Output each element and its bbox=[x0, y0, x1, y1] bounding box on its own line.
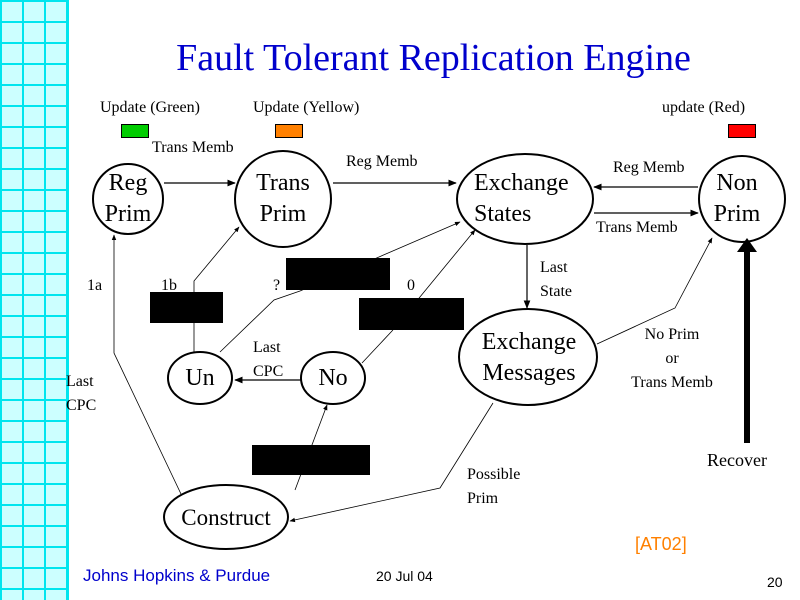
citation: [AT02] bbox=[635, 534, 687, 554]
legend-swatch-yellow bbox=[275, 124, 303, 138]
node-non-prim-line1: Non bbox=[716, 170, 758, 196]
node-exchange-messages-line2: Messages bbox=[482, 360, 576, 386]
node-non-prim: Non Prim bbox=[702, 168, 772, 230]
footer-date: 20 Jul 04 bbox=[376, 568, 433, 584]
edge-label-last-state-line2: State bbox=[540, 283, 572, 300]
node-no: No bbox=[318, 365, 348, 391]
legend-label-green: Update (Green) bbox=[100, 99, 200, 116]
edge-label-trans-memb-right: Trans Memb bbox=[596, 219, 678, 236]
node-reg-prim-line1: Reg bbox=[108, 170, 148, 196]
node-no-shape bbox=[300, 351, 366, 405]
node-non-prim-shape bbox=[698, 155, 786, 243]
edge-label-possible-prim: Possible Prim bbox=[467, 463, 520, 511]
slide-title: Fault Tolerant Replication Engine bbox=[176, 37, 691, 79]
node-reg-prim-line2: Prim bbox=[104, 201, 152, 227]
edge-label-trans-memb: Trans Memb bbox=[631, 374, 713, 391]
node-exchange-messages: Exchange Messages bbox=[461, 327, 597, 389]
node-exchange-messages-shape bbox=[458, 308, 598, 406]
edge-label-last-cpc-mid-line2: CPC bbox=[253, 363, 284, 380]
edge-messages-to-construct bbox=[289, 402, 494, 523]
recover-arrowhead bbox=[737, 238, 757, 252]
edge-label-1a: 1a bbox=[87, 277, 103, 294]
edge-label-1b: 1b bbox=[161, 277, 177, 294]
edge-zero bbox=[361, 229, 476, 364]
legend-label-yellow: Update (Yellow) bbox=[253, 99, 360, 116]
node-construct: Construct bbox=[181, 505, 271, 530]
legend-swatch-red bbox=[728, 124, 756, 138]
node-exchange-messages-line1: Exchange bbox=[481, 329, 577, 355]
edge-label-last-state-line1: Last bbox=[540, 259, 568, 276]
redacted-label-question bbox=[286, 258, 390, 290]
node-non-prim-line2: Prim bbox=[713, 201, 761, 227]
edge-messages-to-non bbox=[596, 237, 713, 345]
edge-label-last-cpc-mid-line1: Last bbox=[253, 339, 281, 356]
edge-label-no-prim-or-trans-memb: No Prim or Trans Memb bbox=[618, 323, 726, 395]
redacted-label-1b bbox=[150, 292, 223, 323]
edge-label-last-state: Last State bbox=[540, 256, 572, 304]
node-trans-prim-shape bbox=[234, 150, 332, 248]
edge-label-last-cpc-mid: Last CPC bbox=[253, 336, 283, 384]
node-reg-prim-shape bbox=[92, 163, 164, 235]
legend-label-red: update (Red) bbox=[662, 99, 746, 116]
slide-number: 20 bbox=[767, 574, 783, 590]
edge-1a bbox=[111, 234, 182, 495]
node-exchange-states-line1: Exchange bbox=[474, 170, 569, 196]
node-exchange-states-shape bbox=[456, 153, 594, 245]
edge-label-no-prim: No Prim bbox=[644, 326, 700, 343]
node-trans-prim: Trans Prim bbox=[238, 168, 328, 230]
edge-question bbox=[219, 221, 461, 353]
edge-label-zero: 0 bbox=[407, 277, 415, 294]
node-construct-shape bbox=[163, 484, 289, 550]
redacted-label-zero bbox=[359, 298, 464, 330]
footer-institution: Johns Hopkins & Purdue bbox=[83, 566, 271, 585]
edge-label-trans-memb-top: Trans Memb bbox=[152, 139, 234, 156]
edge-label-question: ? bbox=[273, 277, 281, 294]
edge-label-reg-memb-right: Reg Memb bbox=[613, 159, 685, 176]
edge-label-possible-prim-line1: Possible bbox=[467, 466, 521, 483]
edge-label-reg-memb-mid: Reg Memb bbox=[346, 153, 418, 170]
edge-label-last-cpc-left-line2: CPC bbox=[66, 397, 97, 414]
node-un: Un bbox=[185, 365, 215, 391]
edge-label-or: or bbox=[665, 350, 679, 367]
legend-swatch-green bbox=[121, 124, 149, 138]
node-exchange-states-line2: States bbox=[474, 201, 532, 227]
edge-label-last-cpc-left-line1: Last bbox=[66, 373, 94, 390]
edge-1b bbox=[193, 226, 240, 352]
redacted-label-construct-to-no bbox=[252, 445, 370, 475]
edge-label-last-cpc-left: Last CPC bbox=[66, 370, 96, 418]
grid-sidebar-decoration bbox=[0, 0, 69, 600]
edge-label-recover: Recover bbox=[707, 450, 767, 470]
node-un-shape bbox=[167, 351, 233, 405]
node-trans-prim-line2: Prim bbox=[259, 201, 307, 227]
node-reg-prim: Reg Prim bbox=[93, 168, 163, 230]
node-trans-prim-line1: Trans bbox=[256, 170, 310, 196]
edge-label-possible-prim-line2: Prim bbox=[467, 490, 499, 507]
node-exchange-states: Exchange States bbox=[462, 168, 592, 230]
